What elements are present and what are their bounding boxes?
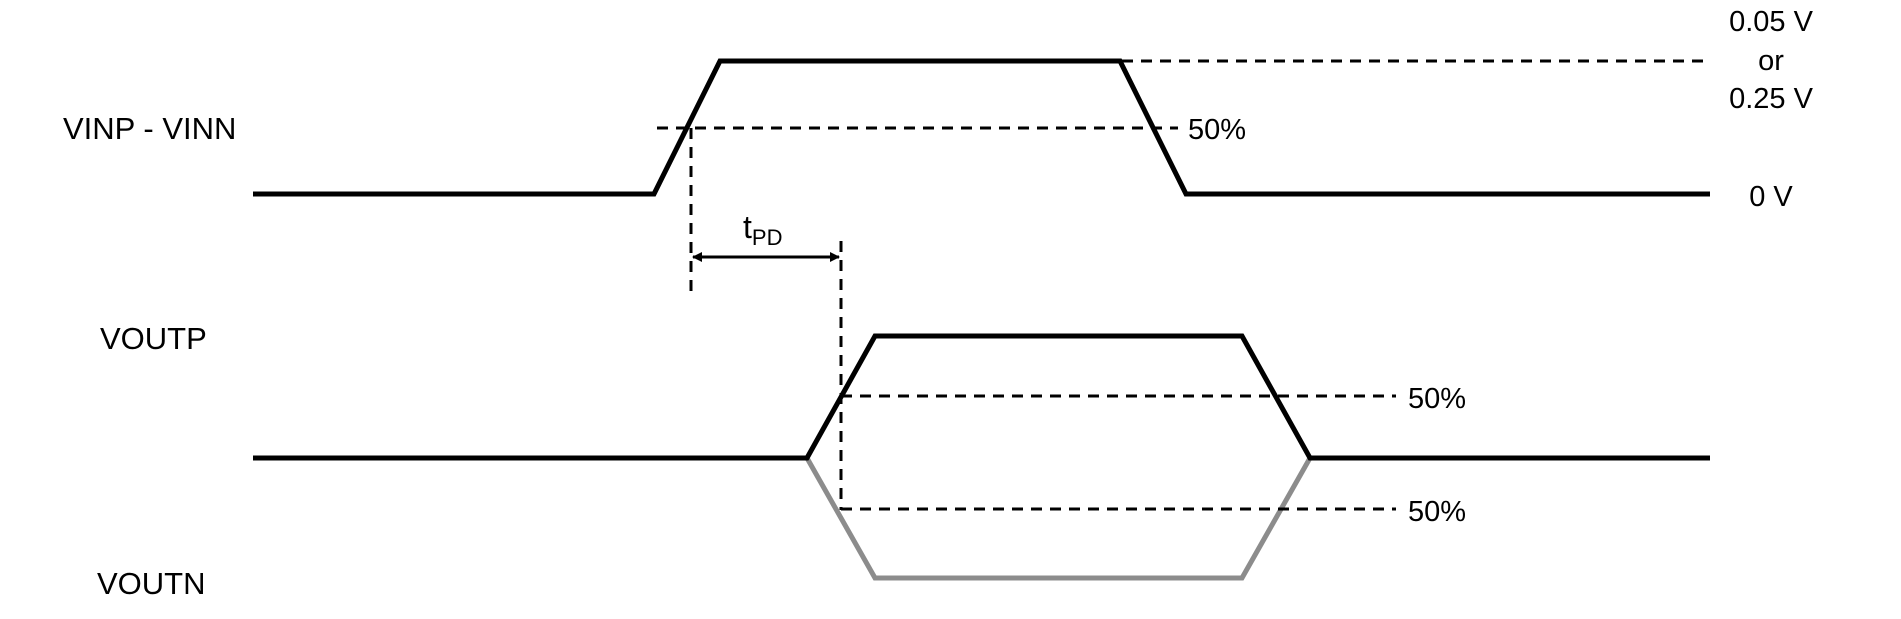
tpd-symbol: t: [743, 209, 752, 245]
voutp-threshold-label: 50%: [1408, 383, 1466, 415]
tpd-subscript: PD: [752, 225, 783, 250]
voutp-waveform: [253, 333, 1710, 461]
input-threshold-label: 50%: [1188, 114, 1246, 146]
voutn-waveform: [804, 456, 1313, 581]
high-level-label-line3: 0.25 V: [1729, 83, 1813, 115]
high-level-label-line2: or: [1758, 45, 1784, 77]
input-waveform: [253, 58, 1710, 197]
voutn-signal-label: VOUTN: [97, 566, 206, 601]
voutp-signal-label: VOUTP: [100, 321, 207, 356]
high-level-label-line1: 0.05 V: [1729, 6, 1813, 38]
voutn-threshold-label: 50%: [1408, 496, 1466, 528]
tpd-label: tPD: [743, 209, 782, 250]
input-signal-label: VINP - VINN: [63, 111, 236, 146]
zero-level-label: 0 V: [1749, 181, 1793, 213]
